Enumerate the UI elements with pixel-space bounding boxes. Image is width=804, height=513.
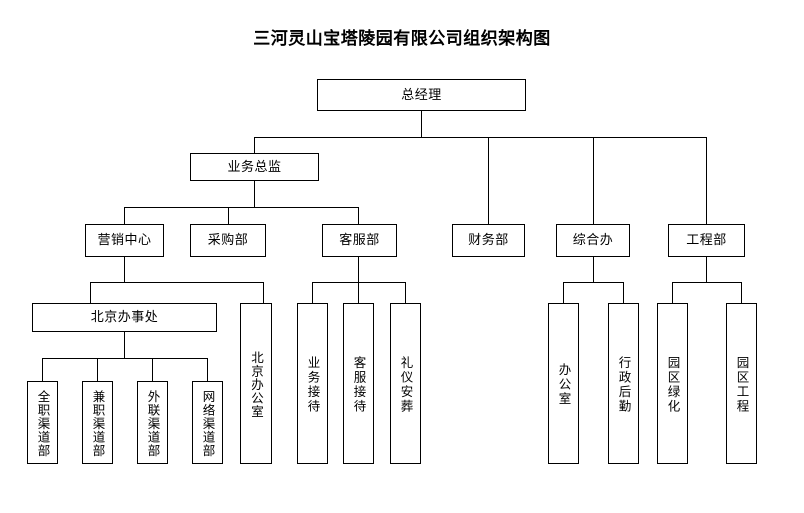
node-purchasing-dept[interactable]: 采购部 [190,224,266,257]
connector-biz-to-marketing [124,207,125,224]
node-finance-dept-label: 财务部 [468,233,509,248]
node-parttime-channel-label: 兼职渠道部 [90,389,106,458]
connector-gm-to-general-office [593,137,594,224]
connector-customer-service-stem [358,256,359,282]
node-general-office-label: 综合办 [572,233,614,248]
connector-beijing-to-liaison [152,358,153,381]
node-office-room-label: 办公室 [556,362,572,407]
connector-cs-to-biz-reception [312,282,313,303]
node-fulltime-channel-label: 全职渠道部 [35,389,51,458]
node-general-manager[interactable]: 总经理 [317,79,526,111]
connector-go-to-office-room [563,282,564,303]
connector-marketing-to-beijing-office [90,282,91,303]
connector-eng-to-park-greening [672,282,673,303]
node-office-room[interactable]: 办公室 [548,303,579,464]
connector-biz-to-customer-service [358,207,359,224]
connector-biz-to-purchasing [228,207,229,224]
node-network-channel[interactable]: 网络渠道部 [192,381,223,464]
node-liaison-channel-label: 外联渠道部 [145,389,161,458]
node-fulltime-channel[interactable]: 全职渠道部 [27,381,58,464]
connector-general-office-bus [563,282,624,283]
node-business-reception-label: 业务接待 [305,355,321,414]
node-ceremony-burial[interactable]: 礼仪安葬 [390,303,421,464]
node-network-channel-label: 网络渠道部 [200,389,216,458]
node-business-reception[interactable]: 业务接待 [297,303,328,464]
node-park-engineering[interactable]: 园区工程 [726,303,757,464]
node-business-director-label: 业务总监 [227,159,282,175]
connector-marketing-bus [90,282,264,283]
connector-engineering-bus [672,282,741,283]
connector-gm-to-biz-director [254,137,255,153]
connector-gm-to-engineering [706,137,707,224]
node-ceremony-burial-label: 礼仪安葬 [398,355,414,414]
node-general-office[interactable]: 综合办 [556,224,630,257]
node-admin-logistics[interactable]: 行政后勤 [608,303,639,464]
node-park-engineering-label: 园区工程 [734,355,750,414]
node-beijing-office[interactable]: 北京办事处 [32,303,217,332]
node-parttime-channel[interactable]: 兼职渠道部 [82,381,113,464]
node-engineering-dept-label: 工程部 [686,233,727,248]
connector-cs-to-cs-reception [358,282,359,303]
node-customer-service-dept[interactable]: 客服部 [322,224,397,257]
connector-cs-to-ceremony [405,282,406,303]
node-park-greening-label: 园区绿化 [665,355,681,414]
connector-beijing-office-bus [42,358,208,359]
node-marketing-center[interactable]: 营销中心 [85,224,164,257]
connector-eng-to-park-engineering [741,282,742,303]
node-finance-dept[interactable]: 财务部 [452,224,525,257]
node-beijing-room[interactable]: 北京办公室 [240,303,272,464]
node-engineering-dept[interactable]: 工程部 [668,224,745,257]
connector-beijing-office-stem [124,331,125,358]
node-general-manager-label: 总经理 [401,87,442,103]
node-cs-reception[interactable]: 客服接待 [343,303,374,464]
node-cs-reception-label: 客服接待 [351,355,367,414]
connector-beijing-to-network [207,358,208,381]
node-customer-service-dept-label: 客服部 [339,233,380,248]
node-park-greening[interactable]: 园区绿化 [657,303,688,464]
node-beijing-office-label: 北京办事处 [90,310,159,325]
node-liaison-channel[interactable]: 外联渠道部 [137,381,168,464]
node-admin-logistics-label: 行政后勤 [616,355,632,414]
connector-biz-director-stem [254,180,255,207]
connector-gm-bus [254,137,706,138]
page-title: 三河灵山宝塔陵园有限公司组织架构图 [253,29,551,49]
node-purchasing-dept-label: 采购部 [207,233,249,248]
connector-gm-stem [421,110,422,137]
connector-biz-director-bus [124,207,358,208]
connector-beijing-to-fulltime [42,358,43,381]
connector-marketing-to-beijing-room [263,282,264,303]
connector-go-to-admin-logistics [623,282,624,303]
connector-engineering-stem [706,256,707,282]
connector-marketing-stem [124,256,125,282]
node-beijing-room-label: 北京办公室 [249,350,264,419]
node-marketing-center-label: 营销中心 [97,233,152,248]
node-business-director[interactable]: 业务总监 [190,153,319,181]
connector-gm-to-finance [488,137,489,224]
connector-beijing-to-parttime [97,358,98,381]
connector-general-office-stem [593,256,594,282]
